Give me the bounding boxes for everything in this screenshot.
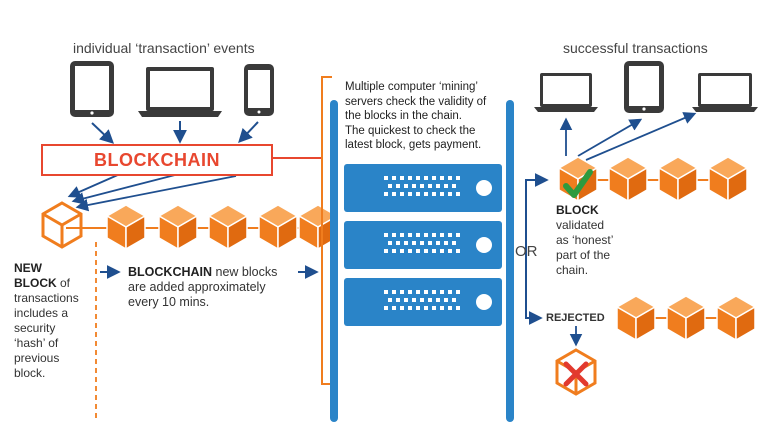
mining-line: servers check the validity of — [345, 95, 487, 108]
cube-icon — [258, 204, 298, 250]
laptop-icon — [692, 73, 758, 112]
bracket — [321, 76, 332, 385]
new-block-of: of — [56, 276, 71, 290]
transaction-events-title: individual ‘transaction’ events — [73, 40, 255, 56]
cube-icon — [658, 156, 698, 202]
tablet-icon — [624, 61, 664, 113]
cube-icon — [208, 204, 248, 250]
cube-icon — [716, 295, 756, 341]
new-block-line: transactions — [14, 291, 79, 305]
new-block-bold: NEW — [14, 261, 42, 275]
device-arrows — [91, 121, 259, 144]
phone-icon — [244, 64, 274, 116]
mining-line: The quickest to check the — [345, 124, 476, 137]
blockchain-label: BLOCKCHAIN — [94, 149, 220, 170]
cube-icon — [106, 204, 146, 250]
mining-line: Multiple computer ‘mining’ — [345, 81, 478, 93]
left-pillar — [330, 100, 338, 422]
mining-description: Multiple computer ‘mining’ servers check… — [345, 80, 505, 153]
chain-note-line: every 10 mins. — [128, 295, 210, 309]
laptop-icon — [534, 73, 598, 112]
new-block-line: security — [14, 321, 56, 335]
chain-note-bold: BLOCKCHAIN — [128, 265, 213, 279]
chain-note: BLOCKCHAIN new blocks are added approxim… — [128, 265, 308, 310]
new-block-description: NEW BLOCK of transactions includes a sec… — [14, 261, 94, 381]
mining-line: latest block, gets payment. — [345, 139, 482, 151]
rejected-label: REJECTED — [546, 312, 605, 324]
validated-line: as ‘honest’ — [556, 233, 614, 247]
validated-description: BLOCK validated as ‘honest’ part of the … — [556, 203, 646, 278]
cross-icon — [563, 361, 589, 387]
validated-line: chain. — [556, 263, 589, 277]
tablet-icon — [70, 61, 114, 117]
blockchain-box: BLOCKCHAIN — [41, 144, 273, 176]
validated-line: validated — [556, 218, 605, 232]
validated-bold: BLOCK — [556, 203, 599, 217]
cube-icon — [158, 204, 198, 250]
server-icon — [344, 221, 502, 269]
new-block-line: ‘hash’ of — [14, 336, 59, 350]
successful-transactions-title: successful transactions — [563, 40, 708, 56]
new-block-line: includes a — [14, 306, 69, 320]
cube-icon — [666, 295, 706, 341]
validated-line: part of the — [556, 248, 611, 262]
or-label: OR — [515, 243, 538, 260]
new-block-line: block. — [14, 366, 46, 380]
chain-note-rest: new blocks — [212, 265, 278, 279]
server-icon — [344, 278, 502, 326]
new-block-bold: BLOCK — [14, 276, 57, 290]
chain-note-line: are added approximately — [128, 280, 266, 294]
server-icon — [344, 164, 502, 212]
cube-icon — [708, 156, 748, 202]
chain-arrows — [67, 173, 237, 212]
right-pillar — [506, 100, 514, 422]
cube-icon — [616, 295, 656, 341]
cube-icon — [608, 156, 648, 202]
mining-line: the blocks in the chain. — [345, 110, 462, 122]
check-icon — [563, 169, 593, 198]
laptop-icon — [138, 67, 222, 117]
new-block-cube-icon — [41, 201, 83, 249]
new-block-line: previous — [14, 351, 60, 365]
